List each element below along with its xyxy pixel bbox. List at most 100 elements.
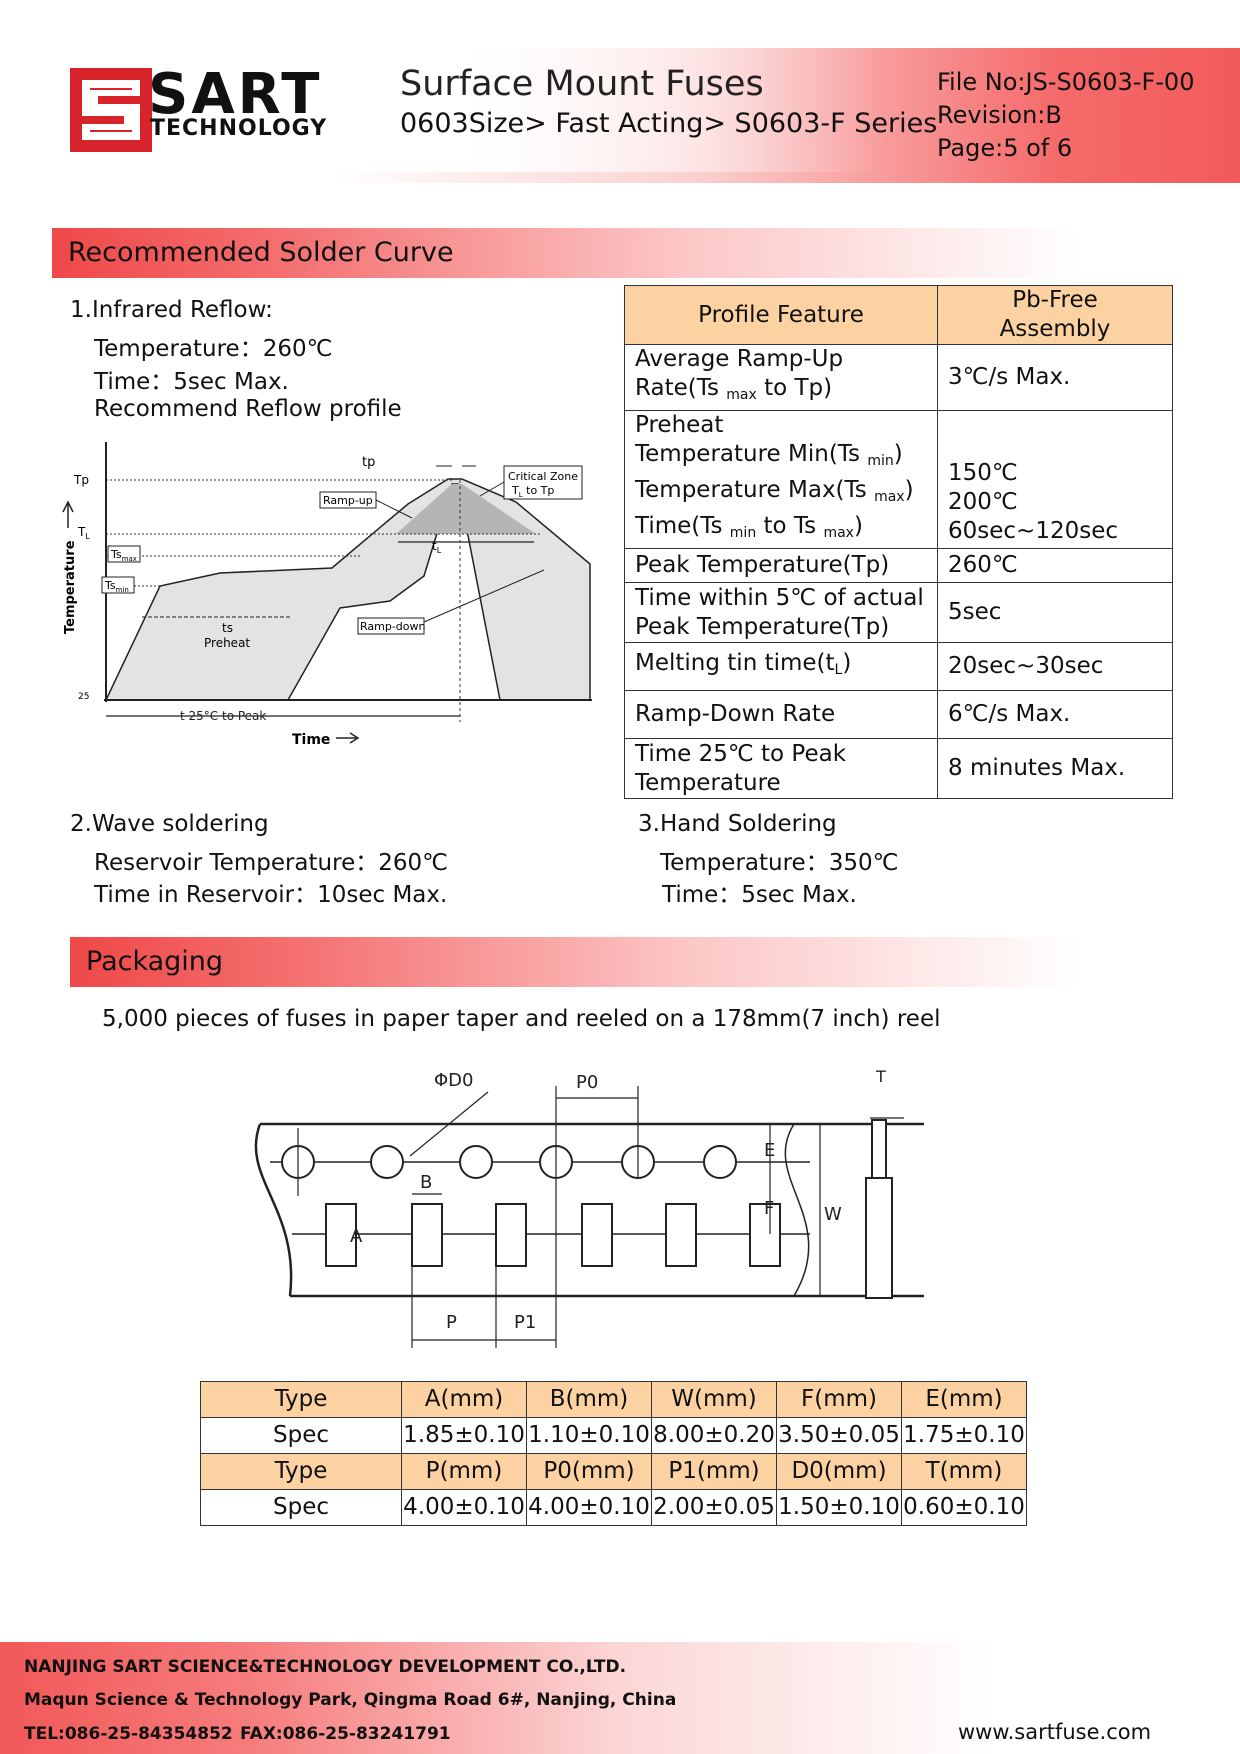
time-axis-label: Time: [292, 732, 330, 748]
spec-cell: P1(mm): [651, 1453, 777, 1490]
tape-side-pocket: [865, 1177, 893, 1299]
critical-zone-box: [503, 465, 583, 500]
reflow-profile-diagram: Tp TL Tsmax Tsmin 25 tp tL ts Preheat Cr…: [62, 442, 592, 748]
footer-band: [0, 1642, 1240, 1754]
wave-heading: 2.Wave soldering: [70, 811, 269, 837]
solder-section-title: Recommended Solder Curve: [68, 237, 454, 268]
spec-cell: E(mm): [901, 1381, 1027, 1418]
ramp-down-label: Ramp-down: [360, 620, 426, 633]
tape-cavity: [665, 1203, 697, 1267]
footer-website-link[interactable]: www.sartfuse.com: [958, 1720, 1152, 1744]
tape-reel-diagram: ΦD0 P0 T E F W B A P P1: [254, 1067, 924, 1348]
b-label: B: [420, 1172, 432, 1193]
a-label: A: [350, 1226, 363, 1247]
profile-header-feature: Profile Feature: [624, 285, 938, 345]
profile-row: Time within 5℃ of actual Peak Temperatur…: [624, 582, 1173, 643]
profile-row: Preheat Temperature Min(Ts min) Temperat…: [624, 410, 1173, 549]
profile-row: Ramp-Down Rate 6℃/s Max.: [624, 690, 1173, 739]
spec-cell: 4.00±0.10: [401, 1489, 527, 1526]
spec-cell: 4.00±0.10: [526, 1489, 652, 1526]
p1-label: P1: [514, 1312, 536, 1333]
time-arrow-icon: [336, 732, 360, 744]
spec-cell: W(mm): [651, 1381, 777, 1418]
profile-row: Average Ramp-Up Rate(Ts max to Tp) 3℃/s …: [624, 344, 1173, 411]
footer-address: Maqun Science & Technology Park, Qingma …: [24, 1690, 677, 1710]
brand-subtitle: TECHNOLOGY: [150, 116, 328, 141]
spec-cell: T(mm): [901, 1453, 1027, 1490]
sprocket-hole: [459, 1145, 493, 1179]
spec-cell: 1.10±0.10: [526, 1417, 652, 1454]
profile-feature-cell: Time within 5℃ of actual Peak Temperatur…: [624, 582, 938, 643]
spec-cell: P(mm): [401, 1453, 527, 1490]
profile-value-cell: 6℃/s Max.: [937, 690, 1173, 739]
profile-row: Time 25℃ to Peak Temperature 8 minutes M…: [624, 738, 1173, 799]
critical-zone-label-2: TL to Tp: [511, 484, 554, 499]
tsmin-box: [101, 576, 135, 594]
footer-company: NANJING SART SCIENCE&TECHNOLOGY DEVELOPM…: [24, 1657, 627, 1677]
reflow-profile-label: Recommend Reflow profile: [94, 396, 402, 422]
spec-type-row: Type P(mm) P0(mm) P1(mm) D0(mm) T(mm): [200, 1453, 1027, 1490]
tape-left-cut: [254, 1123, 293, 1297]
profile-value-cell: 8 minutes Max.: [937, 738, 1173, 799]
infrared-time: Time：5sec Max.: [94, 369, 289, 395]
profile-value-cell: 3℃/s Max.: [937, 344, 1173, 411]
d0-label: ΦD0: [434, 1070, 473, 1091]
profile-row: Peak Temperature(Tp) 260℃: [624, 548, 1173, 583]
y-25-label: 25: [78, 692, 89, 702]
spec-cell: 0.60±0.10: [901, 1489, 1027, 1526]
e-label: E: [764, 1140, 775, 1161]
spec-cell: 1.75±0.10: [901, 1417, 1027, 1454]
tape-cavity: [325, 1203, 357, 1267]
spec-value-row: Spec 4.00±0.10 4.00±0.10 2.00±0.05 1.50±…: [200, 1489, 1027, 1526]
preheat-label: Preheat: [204, 636, 250, 650]
spec-cell: B(mm): [526, 1381, 652, 1418]
t25-peak-label: t 25°C to Peak: [180, 709, 266, 723]
hand-temperature: Temperature：350℃: [660, 850, 899, 876]
profile-row: Melting tin time(tL) 20sec~30sec: [624, 642, 1173, 691]
spec-cell: 3.50±0.05: [776, 1417, 902, 1454]
ramp-up-pointer: [375, 499, 413, 519]
tape-cavity: [581, 1203, 613, 1267]
tsmax-label: Tsmax: [110, 548, 137, 563]
document-subtitle: 0603Size> Fast Acting> S0603-F Series: [400, 108, 938, 139]
wave-time: Time in Reservoir：10sec Max.: [94, 882, 448, 908]
f-label: F: [764, 1198, 774, 1219]
critical-zone-area: [396, 484, 536, 534]
infrared-heading: 1.Infrared Reflow:: [70, 297, 273, 323]
spec-cell: 1.85±0.10: [401, 1417, 527, 1454]
ramp-down-box: [357, 617, 425, 635]
packaging-section-bar: Packaging: [70, 937, 1192, 987]
spec-cell: Spec: [200, 1489, 402, 1526]
p0-label: P0: [576, 1072, 598, 1093]
tl-time-label: tL: [432, 539, 442, 555]
hand-time: Time：5sec Max.: [662, 882, 857, 908]
file-number: File No:JS-S0603-F-00: [937, 68, 1195, 96]
spec-cell: Spec: [200, 1417, 402, 1454]
tp-label: Tp: [73, 473, 89, 487]
footer-fax: FAX:086-25-83241791: [240, 1724, 451, 1744]
spec-type-row: Type A(mm) B(mm) W(mm) F(mm) E(mm): [200, 1381, 1027, 1418]
spec-value-row: Spec 1.85±0.10 1.10±0.10 8.00±0.20 3.50±…: [200, 1417, 1027, 1454]
spec-cell: P0(mm): [526, 1453, 652, 1490]
profile-value-cell: 150℃ 200℃ 60sec~120sec: [937, 410, 1173, 549]
spec-cell: Type: [200, 1453, 402, 1490]
tape-cavity: [749, 1203, 781, 1267]
packaging-section-title: Packaging: [86, 946, 224, 977]
tape-spec-table: Type A(mm) B(mm) W(mm) F(mm) E(mm) Spec …: [200, 1381, 1027, 1526]
spec-cell: A(mm): [401, 1381, 527, 1418]
spec-cell: 2.00±0.05: [651, 1489, 777, 1526]
profile-feature-cell: Preheat Temperature Min(Ts min) Temperat…: [624, 410, 938, 549]
profile-value-cell: 5sec: [937, 582, 1173, 643]
sprocket-hole: [703, 1145, 737, 1179]
tape-cavity: [495, 1203, 527, 1267]
ramp-down-pointer: [423, 569, 545, 623]
tl-label: TL: [77, 525, 90, 541]
p-label: P: [446, 1312, 457, 1333]
tape-cavity: [411, 1203, 443, 1267]
critical-zone-label-1: Critical Zone: [508, 470, 578, 483]
profile-value-cell: 260℃: [937, 548, 1173, 583]
solder-section-bar: Recommended Solder Curve: [52, 228, 1192, 278]
critical-zone-pointer: [479, 481, 505, 497]
